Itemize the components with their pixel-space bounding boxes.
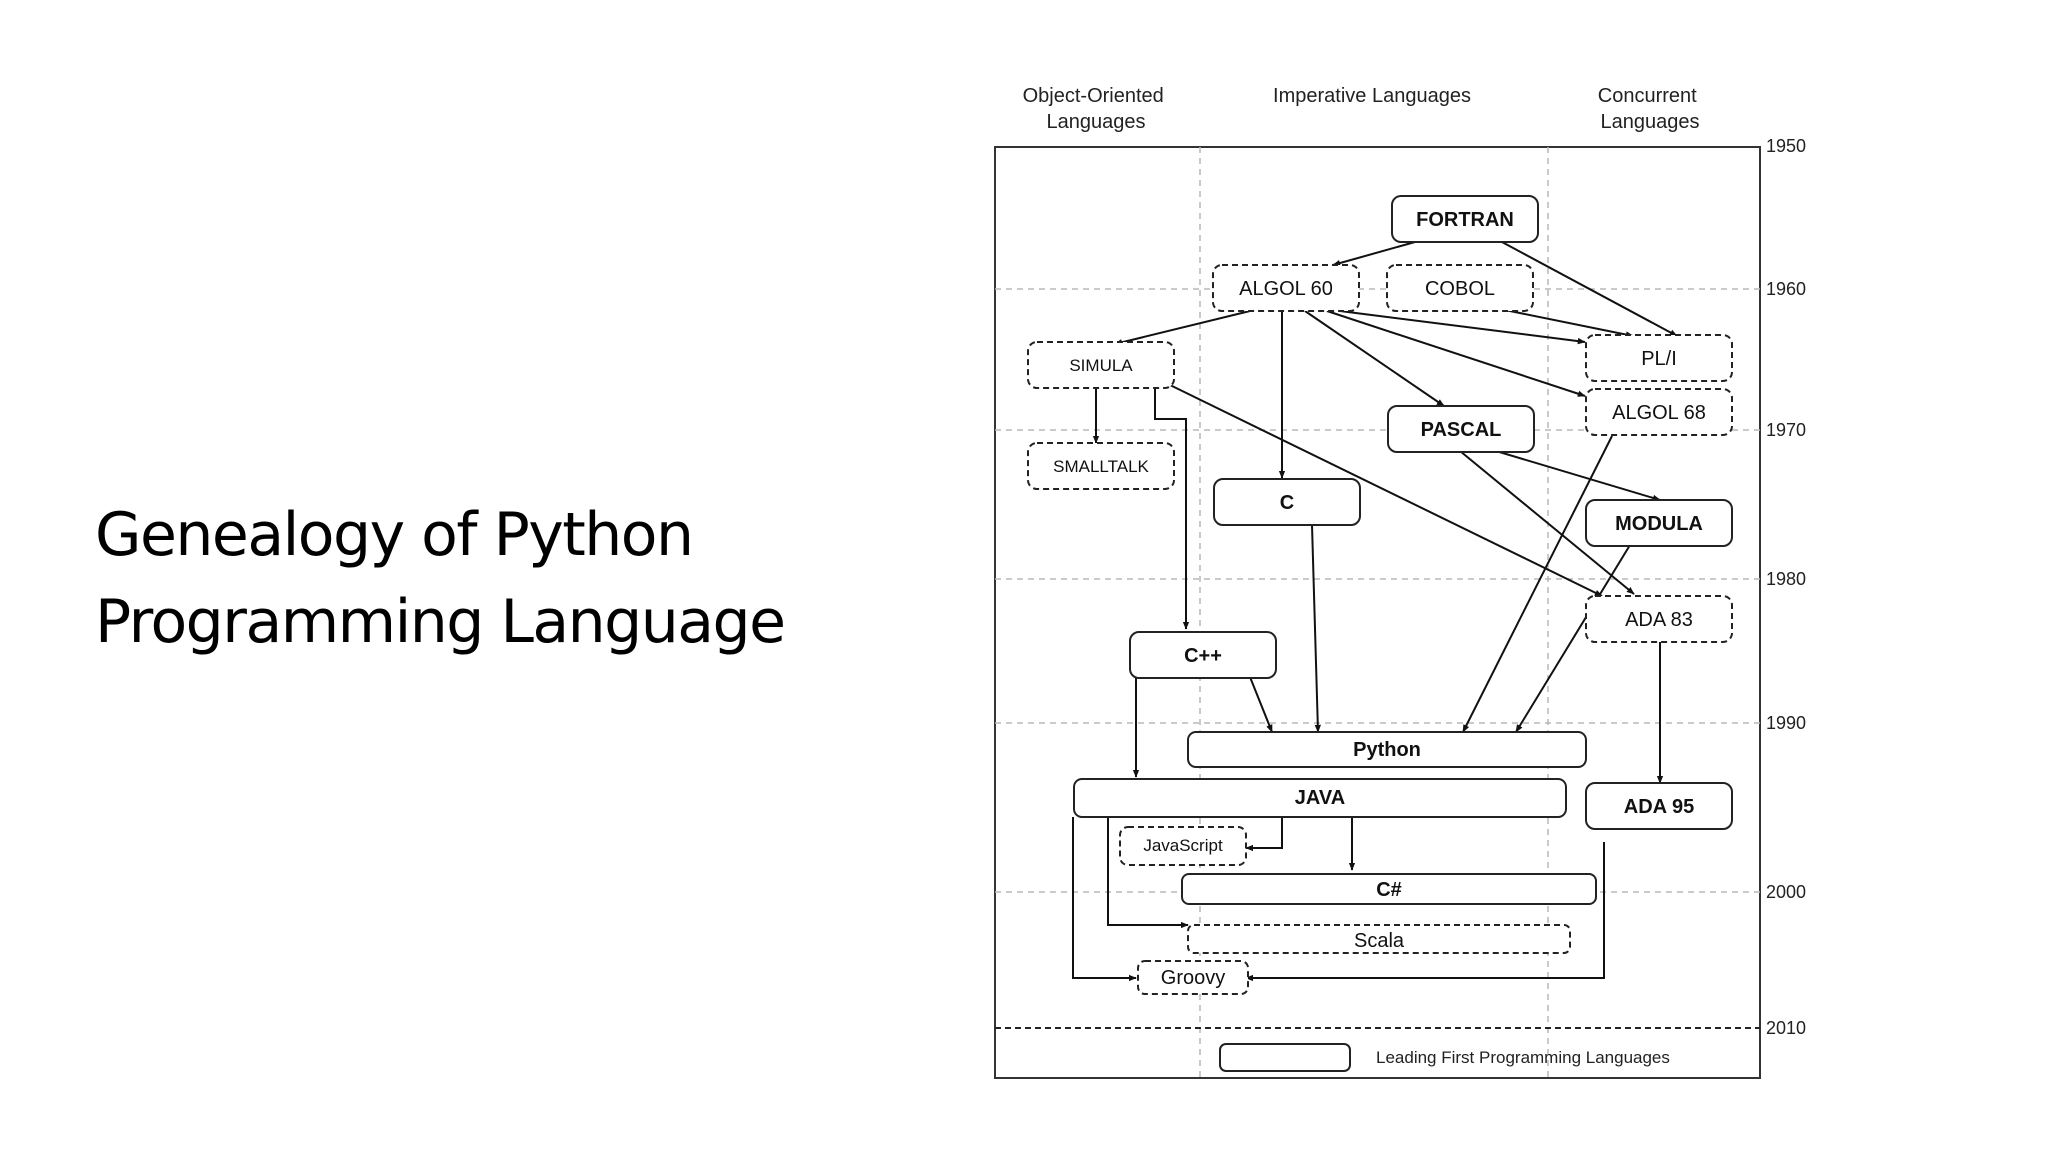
- edges: [1072, 241, 1678, 982]
- edge-ada95-groovy: [1245, 842, 1605, 982]
- slide-title-line-2: Programming Language: [95, 587, 786, 657]
- node-scala-label: Scala: [1354, 930, 1405, 952]
- legend-label: Leading First Programming Languages: [1376, 1048, 1670, 1067]
- slide-title: Genealogy of Python Programming Language: [95, 492, 915, 666]
- edge-java-scala: [1107, 817, 1189, 929]
- slide-title-line-1: Genealogy of Python: [95, 500, 694, 570]
- node-simula-label: SIMULA: [1069, 356, 1133, 375]
- node-modula: MODULA: [1585, 499, 1733, 547]
- node-c-label: C: [1280, 492, 1294, 514]
- node-algol60: ALGOL 60: [1212, 264, 1360, 312]
- node-cpp: C++: [1129, 631, 1277, 679]
- node-ada95-label: ADA 95: [1624, 796, 1694, 818]
- node-csharp-label: C#: [1376, 879, 1402, 901]
- node-java-label: JAVA: [1295, 787, 1345, 809]
- column-header-object-oriented: Object-Oriented Languages: [1023, 85, 1170, 133]
- node-cobol: COBOL: [1386, 264, 1534, 312]
- node-pli-label: PL/I: [1641, 348, 1677, 370]
- column-header-imperative: Imperative Languages: [1273, 85, 1471, 107]
- node-cobol-label: COBOL: [1425, 278, 1495, 300]
- diagram-frame: [994, 146, 1761, 1079]
- edge-java-javascript: [1245, 817, 1283, 852]
- node-csharp: C#: [1181, 873, 1597, 905]
- edge-fortran-pli: [1501, 241, 1678, 337]
- node-pascal-label: PASCAL: [1421, 419, 1502, 441]
- node-smalltalk-label: SMALLTALK: [1053, 457, 1149, 476]
- node-scala: Scala: [1187, 924, 1571, 954]
- node-groovy: Groovy: [1137, 960, 1249, 995]
- year-label-1970: 1970: [1766, 420, 1806, 440]
- year-label-2000: 2000: [1766, 882, 1806, 902]
- node-c: C: [1213, 478, 1361, 526]
- node-smalltalk: SMALLTALK: [1027, 442, 1175, 490]
- node-ada83-label: ADA 83: [1625, 609, 1693, 631]
- edge-algol60-algol68: [1326, 310, 1586, 397]
- edge-algol60-pli: [1339, 310, 1586, 345]
- node-fortran: FORTRAN: [1391, 195, 1539, 243]
- node-cpp-label: C++: [1184, 645, 1222, 667]
- edge-algol60-pascal: [1304, 310, 1445, 407]
- edge-simula-ada83: [1169, 384, 1603, 597]
- node-pascal: PASCAL: [1387, 405, 1535, 453]
- node-algol68-label: ALGOL 68: [1612, 402, 1706, 424]
- column-header-concurrent: Concurrent Languages: [1598, 85, 1703, 133]
- edge-cpp-python: [1249, 676, 1273, 733]
- edge-c-python: [1311, 524, 1321, 733]
- node-python-label: Python: [1353, 739, 1421, 761]
- edge-modula-python: [1515, 544, 1631, 733]
- node-algol60-label: ALGOL 60: [1239, 278, 1333, 300]
- year-label-1980: 1980: [1766, 569, 1806, 589]
- edge-cobol-pli: [1504, 309, 1634, 338]
- edge-pascal-ada83: [1459, 450, 1635, 595]
- node-javascript-label: JavaScript: [1143, 836, 1223, 855]
- node-ada95: ADA 95: [1585, 782, 1733, 830]
- year-label-1950: 1950: [1766, 136, 1806, 156]
- legend: Leading First Programming Languages: [1219, 1043, 1670, 1072]
- node-groovy-label: Groovy: [1161, 967, 1225, 989]
- node-algol68: ALGOL 68: [1585, 388, 1733, 436]
- node-fortran-label: FORTRAN: [1416, 209, 1514, 231]
- node-simula: SIMULA: [1027, 341, 1175, 389]
- edge-pascal-modula: [1495, 450, 1661, 502]
- node-java: JAVA: [1073, 778, 1567, 818]
- edge-algol60-simula: [1114, 310, 1251, 346]
- year-label-1990: 1990: [1766, 713, 1806, 733]
- node-pli: PL/I: [1585, 334, 1733, 382]
- edge-simula-cpp: [1154, 388, 1190, 630]
- legend-swatch: [1219, 1043, 1351, 1072]
- year-label-1960: 1960: [1766, 279, 1806, 299]
- edge-algol68-python: [1462, 435, 1613, 733]
- year-label-2010: 2010: [1766, 1018, 1806, 1038]
- node-ada83: ADA 83: [1585, 595, 1733, 643]
- edge-java-groovy: [1072, 817, 1137, 982]
- node-python: Python: [1187, 731, 1587, 768]
- edge-fortran-algol60: [1332, 241, 1416, 267]
- node-javascript: JavaScript: [1119, 826, 1247, 866]
- node-modula-label: MODULA: [1615, 513, 1703, 535]
